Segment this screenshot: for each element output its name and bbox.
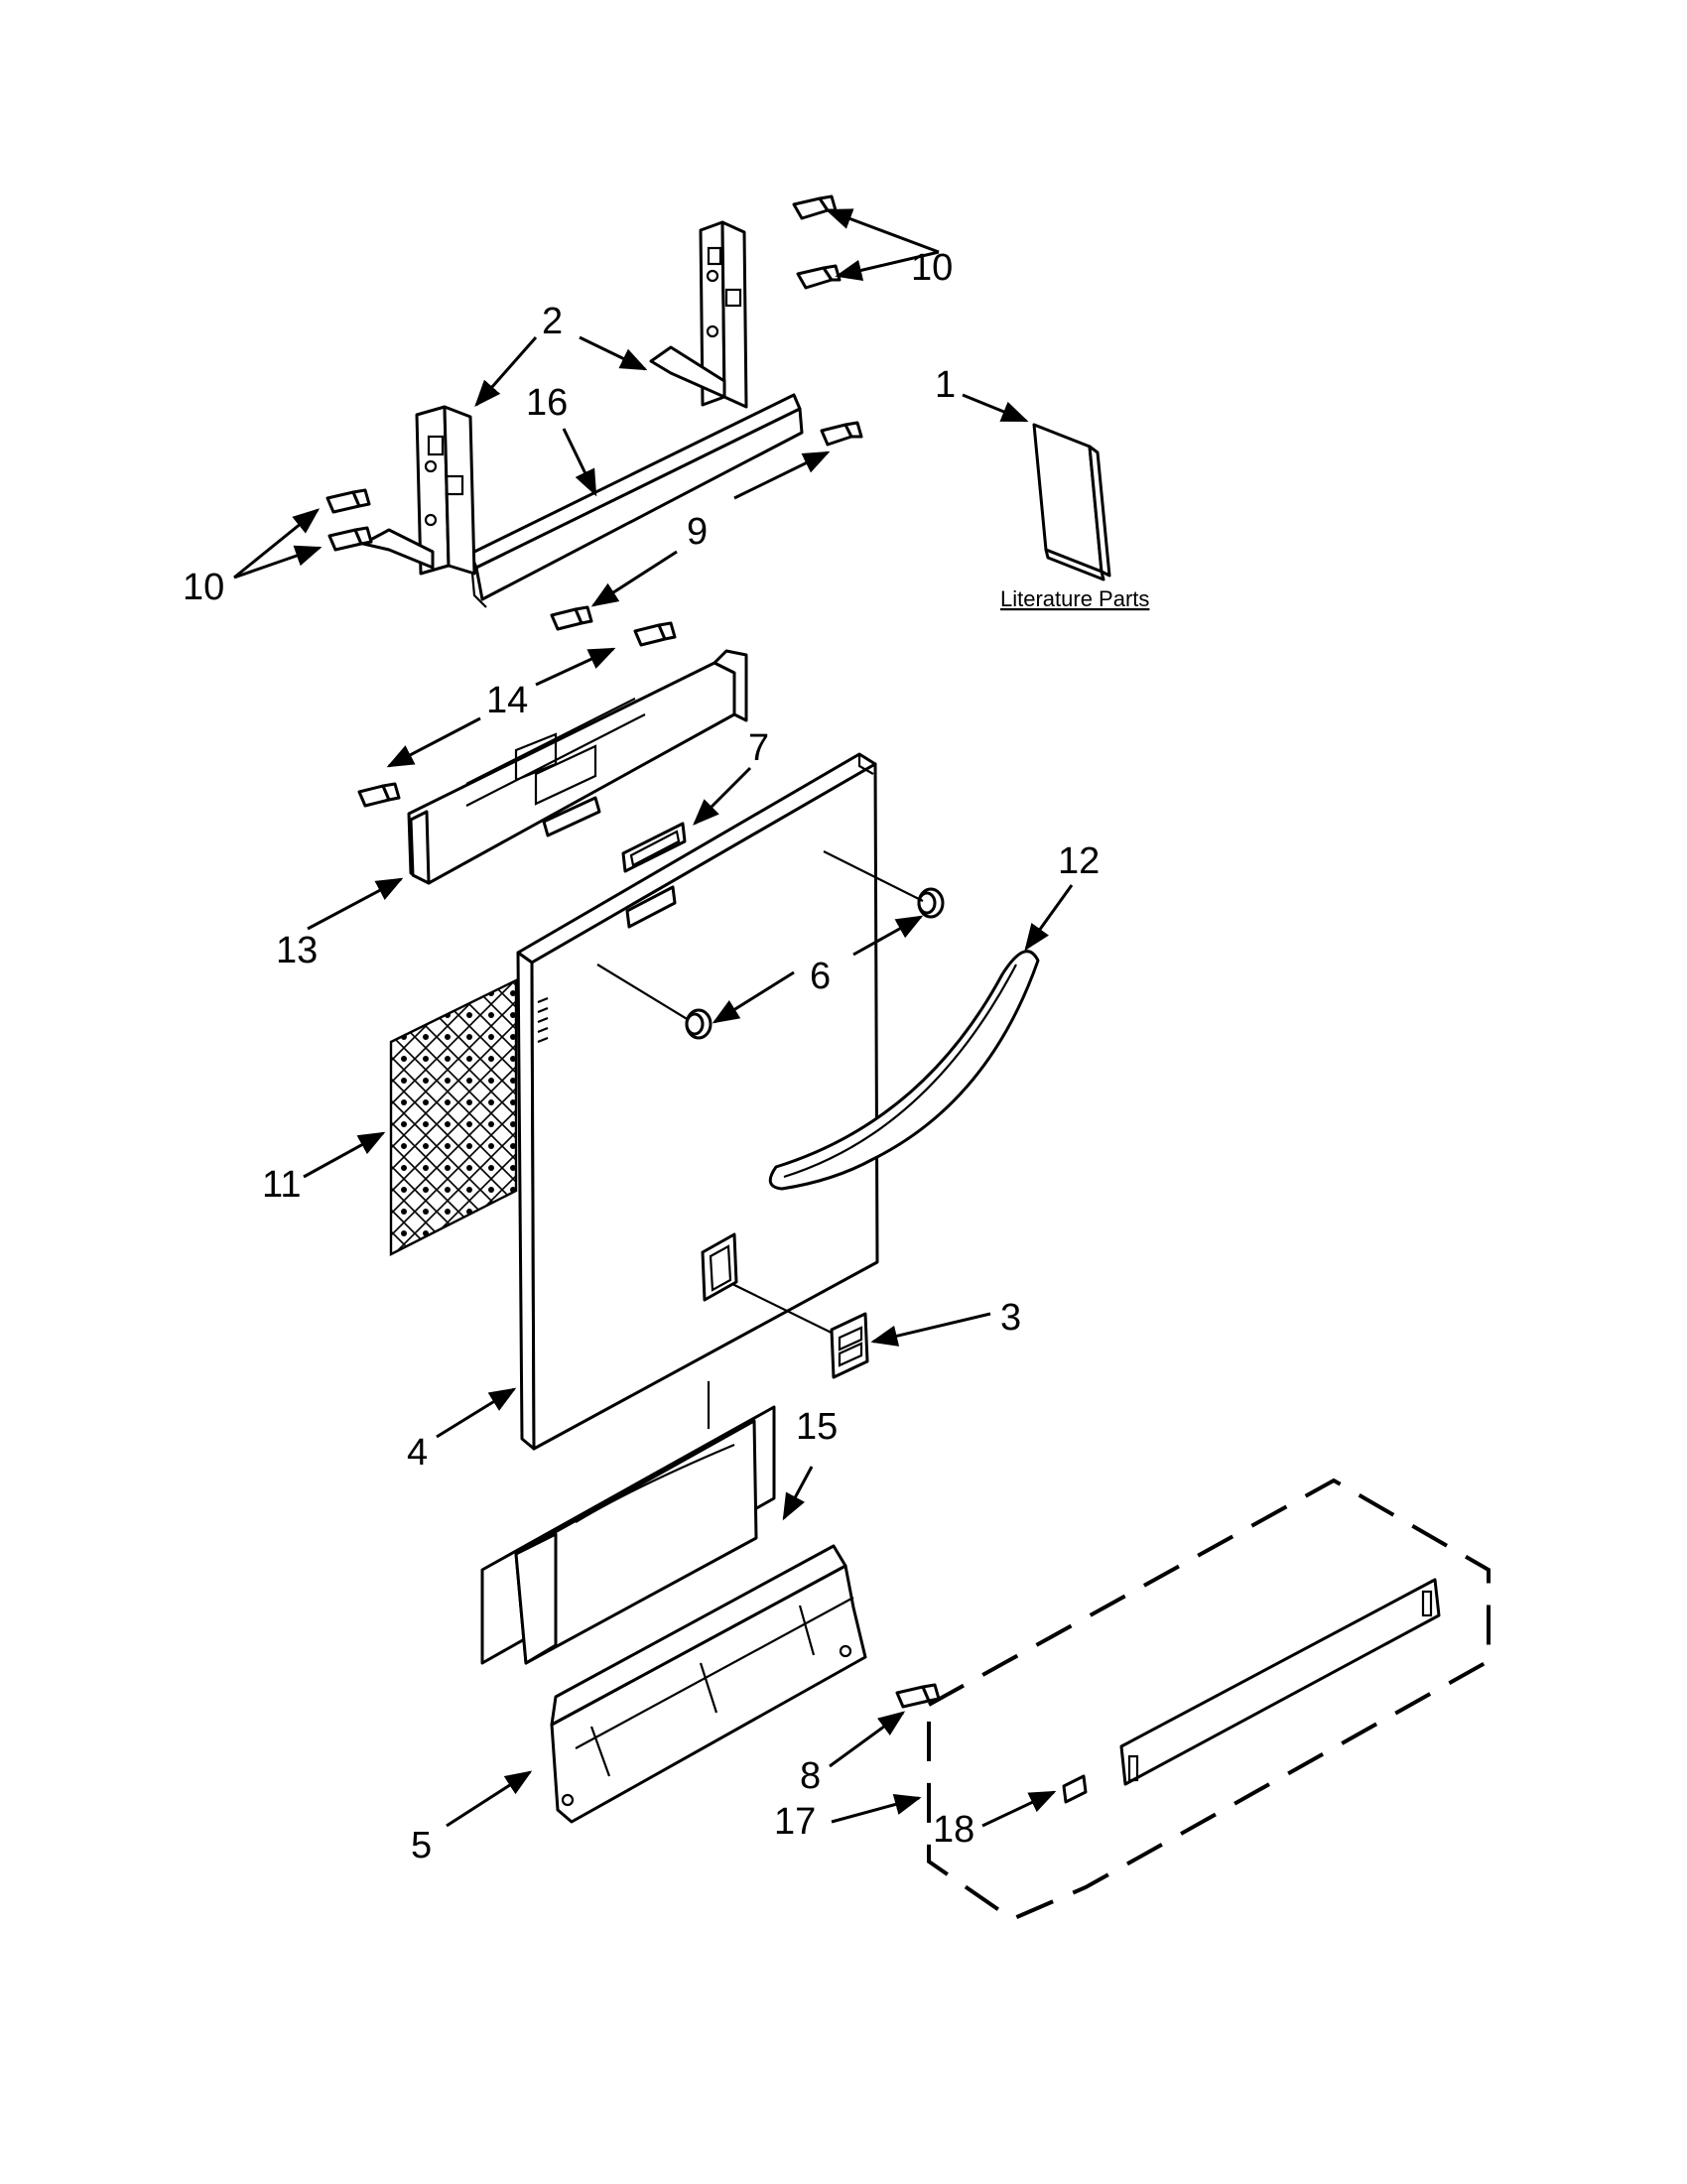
callout-13: 13 bbox=[276, 930, 318, 971]
outer-door-panel bbox=[516, 752, 879, 1451]
toe-kick-panel bbox=[550, 1544, 867, 1824]
door-handle bbox=[768, 950, 1040, 1191]
callout-14: 14 bbox=[486, 680, 528, 721]
callout-10-left: 10 bbox=[183, 567, 224, 608]
insulation-blocks bbox=[480, 1405, 776, 1665]
trim-strip bbox=[1119, 1578, 1441, 1786]
screw-10-left-2 bbox=[327, 526, 373, 552]
insulation-pad bbox=[389, 978, 518, 1256]
door-vent-slots bbox=[537, 996, 549, 1044]
callout-17: 17 bbox=[774, 1801, 816, 1843]
callout-18: 18 bbox=[933, 1809, 974, 1851]
trim-clip bbox=[1062, 1774, 1088, 1804]
mounting-bracket-right bbox=[649, 220, 748, 409]
screw-8 bbox=[895, 1683, 941, 1709]
callout-12: 12 bbox=[1058, 840, 1100, 882]
screw-14-right bbox=[633, 621, 677, 647]
callout-3: 3 bbox=[1000, 1297, 1021, 1339]
handle-spacer-right bbox=[917, 887, 945, 919]
literature-booklet bbox=[1032, 423, 1111, 581]
callout-8: 8 bbox=[800, 1755, 821, 1797]
door-badge bbox=[621, 822, 687, 873]
screw-10-left-1 bbox=[325, 488, 371, 514]
control-panel-keypad bbox=[830, 1312, 869, 1379]
callout-5: 5 bbox=[411, 1825, 432, 1866]
callout-7: 7 bbox=[748, 727, 769, 769]
handle-spacer-left bbox=[685, 1008, 713, 1040]
top-rail bbox=[468, 393, 804, 608]
screw-10-top-1 bbox=[792, 194, 838, 220]
callout-16: 16 bbox=[526, 382, 568, 424]
mounting-bracket-left bbox=[361, 405, 476, 576]
callout-10-top: 10 bbox=[911, 247, 953, 289]
leader-lines bbox=[233, 208, 1074, 1828]
screw-10-top-2 bbox=[796, 264, 842, 290]
callout-6: 6 bbox=[810, 956, 831, 997]
callout-4: 4 bbox=[407, 1432, 428, 1474]
literature-parts-label: Literature Parts bbox=[1000, 586, 1149, 611]
control-panel-window bbox=[701, 1232, 738, 1302]
screw-9-right bbox=[820, 421, 863, 447]
callout-9: 9 bbox=[687, 511, 708, 553]
door-latch-assembly bbox=[407, 649, 748, 885]
callout-2: 2 bbox=[542, 301, 563, 342]
screw-14-left bbox=[357, 782, 401, 808]
callout-11: 11 bbox=[262, 1164, 301, 1206]
trim-kit-outline bbox=[927, 1477, 1491, 1922]
screw-9-left bbox=[550, 605, 593, 631]
callout-15: 15 bbox=[796, 1406, 838, 1448]
callout-1: 1 bbox=[935, 364, 956, 406]
